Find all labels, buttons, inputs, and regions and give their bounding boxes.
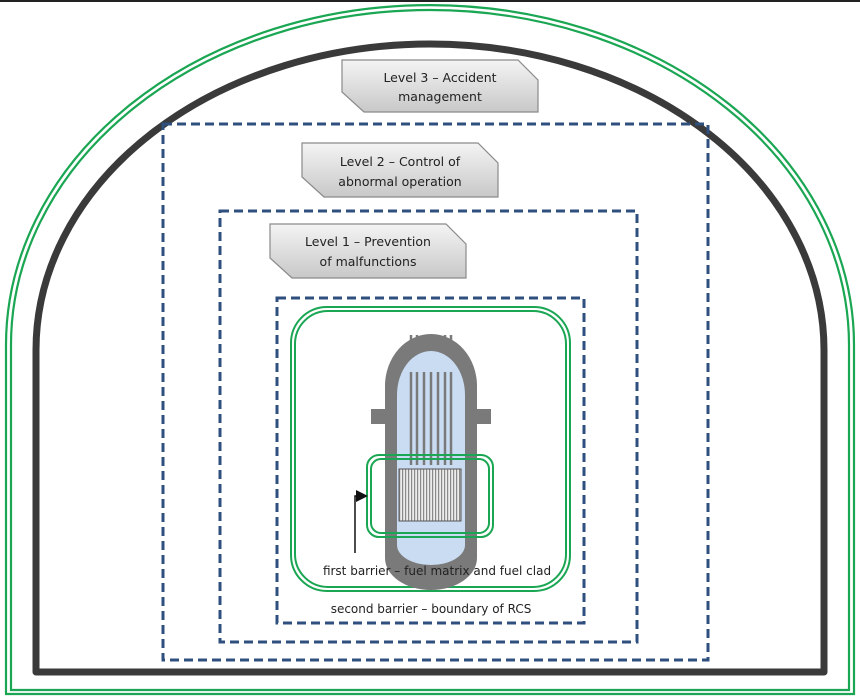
level1-label-line1: Level 1 – Prevention	[305, 234, 431, 249]
level3-boundary	[161, 122, 710, 662]
outer-containment-green	[4, 3, 856, 696]
reactor-vessel	[371, 334, 491, 590]
level1-label: Level 1 – Prevention of malfunctions	[269, 223, 467, 279]
second-barrier-label: second barrier – boundary of RCS	[331, 602, 532, 616]
level3-label: Level 3 – Accident management	[341, 59, 539, 113]
level3-label-line1: Level 3 – Accident	[383, 70, 496, 85]
containment-wall	[32, 40, 828, 676]
level2-label: Level 2 – Control of abnormal operation	[301, 142, 499, 198]
first-barrier-arrow	[354, 490, 368, 553]
level1-label-line2: of malfunctions	[320, 254, 417, 269]
level2-boundary	[218, 209, 639, 644]
level2-label-line2: abnormal operation	[338, 174, 461, 189]
level2-label-line1: Level 2 – Control of	[340, 154, 461, 169]
fuel-core	[398, 468, 462, 522]
level3-label-line2: management	[398, 89, 482, 104]
level1-boundary	[275, 296, 586, 625]
first-barrier-label: first barrier – fuel matrix and fuel cla…	[323, 564, 551, 578]
